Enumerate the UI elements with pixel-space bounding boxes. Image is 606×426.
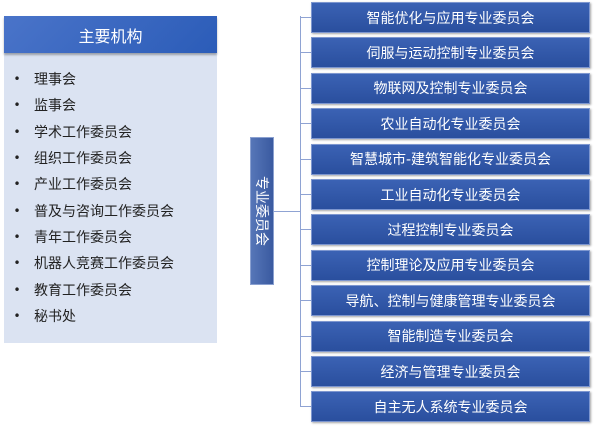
org-list-item: • 产业工作委员会 (4, 171, 174, 197)
bullet-icon: • (13, 308, 21, 323)
org-label: 组织工作委员会 (34, 151, 132, 168)
org-label: 教育工作委员会 (34, 282, 132, 299)
committee-box: 经济与管理专业委员会 (311, 356, 590, 387)
org-label: 青年工作委员会 (34, 229, 132, 246)
connector-branch (300, 229, 311, 231)
committee-box: 智能优化与应用专业委员会 (311, 2, 590, 33)
org-list-item: • 教育工作委员会 (4, 276, 174, 302)
connector-branch (300, 17, 311, 18)
committees-title: 专业委员会 (253, 176, 269, 246)
bullet-icon: • (13, 282, 21, 297)
org-label: 普及与咨询工作委员会 (34, 203, 174, 220)
org-label: 监事会 (34, 98, 76, 115)
bullet-icon: • (13, 229, 21, 244)
committee-box: 过程控制专业委员会 (311, 214, 590, 246)
committee-box: 伺服与运动控制专业委员会 (311, 37, 590, 69)
connector-branch (300, 335, 311, 337)
connector-branch (300, 406, 311, 408)
org-label: 秘书处 (34, 308, 76, 325)
committee-box: 农业自动化专业委员会 (311, 108, 590, 140)
bullet-icon: • (13, 177, 21, 192)
committee-box: 导航、控制与健康管理专业委员会 (311, 285, 590, 317)
main-orgs-title: 主要机构 (4, 16, 217, 53)
committee-box: 物联网及控制专业委员会 (311, 72, 590, 104)
bullet-icon: • (13, 98, 21, 113)
org-list-item: • 学术工作委员会 (4, 119, 174, 145)
bullet-icon: • (13, 151, 21, 166)
bullet-icon: • (13, 124, 21, 139)
org-list-item: • 秘书处 (4, 303, 174, 329)
connector-branch (300, 264, 311, 266)
committee-box: 智能制造专业委员会 (311, 320, 590, 352)
connector-branch (300, 300, 311, 302)
main-orgs-panel: 主要机构 • 理事会 • 监事会 • 学术工作委员会 • 组织工作委员会 • 产业工作委员会 • 普及… (4, 16, 217, 343)
org-label: 理事会 (34, 72, 76, 89)
connector-line (300, 16, 301, 407)
org-list-item: • 组织工作委员会 (4, 145, 174, 171)
committee-box: 自主无人系统专业委员会 (311, 391, 590, 423)
bullet-icon: • (13, 72, 21, 87)
org-list-item: • 青年工作委员会 (4, 224, 174, 250)
connector-branch (300, 123, 311, 125)
connector-branch (300, 158, 311, 160)
connector-branch (300, 371, 311, 372)
org-label: 学术工作委员会 (34, 124, 132, 141)
bullet-icon: • (13, 203, 21, 218)
connector-branch (300, 87, 311, 89)
org-list-item: • 理事会 (4, 66, 174, 92)
org-list-item: • 机器人竞赛工作委员会 (4, 250, 174, 276)
connector-branch (300, 194, 311, 195)
committees-root-box: 专业委员会 (250, 137, 274, 285)
committee-box: 智慧城市-建筑智能化专业委员会 (311, 143, 590, 175)
main-orgs-list: • 理事会 • 监事会 • 学术工作委员会 • 组织工作委员会 • 产业工作委员会 • 普及与咨询工作… (4, 66, 174, 329)
org-list-item: • 监事会 (4, 92, 174, 118)
committee-box: 控制理论及应用专业委员会 (311, 249, 590, 281)
org-list-item: • 普及与咨询工作委员会 (4, 197, 174, 223)
connector-line (274, 211, 300, 212)
committee-box: 工业自动化专业委员会 (311, 179, 590, 210)
org-label: 产业工作委员会 (34, 177, 132, 194)
org-label: 机器人竞赛工作委员会 (34, 256, 174, 273)
bullet-icon: • (13, 256, 21, 271)
connector-branch (300, 52, 311, 54)
